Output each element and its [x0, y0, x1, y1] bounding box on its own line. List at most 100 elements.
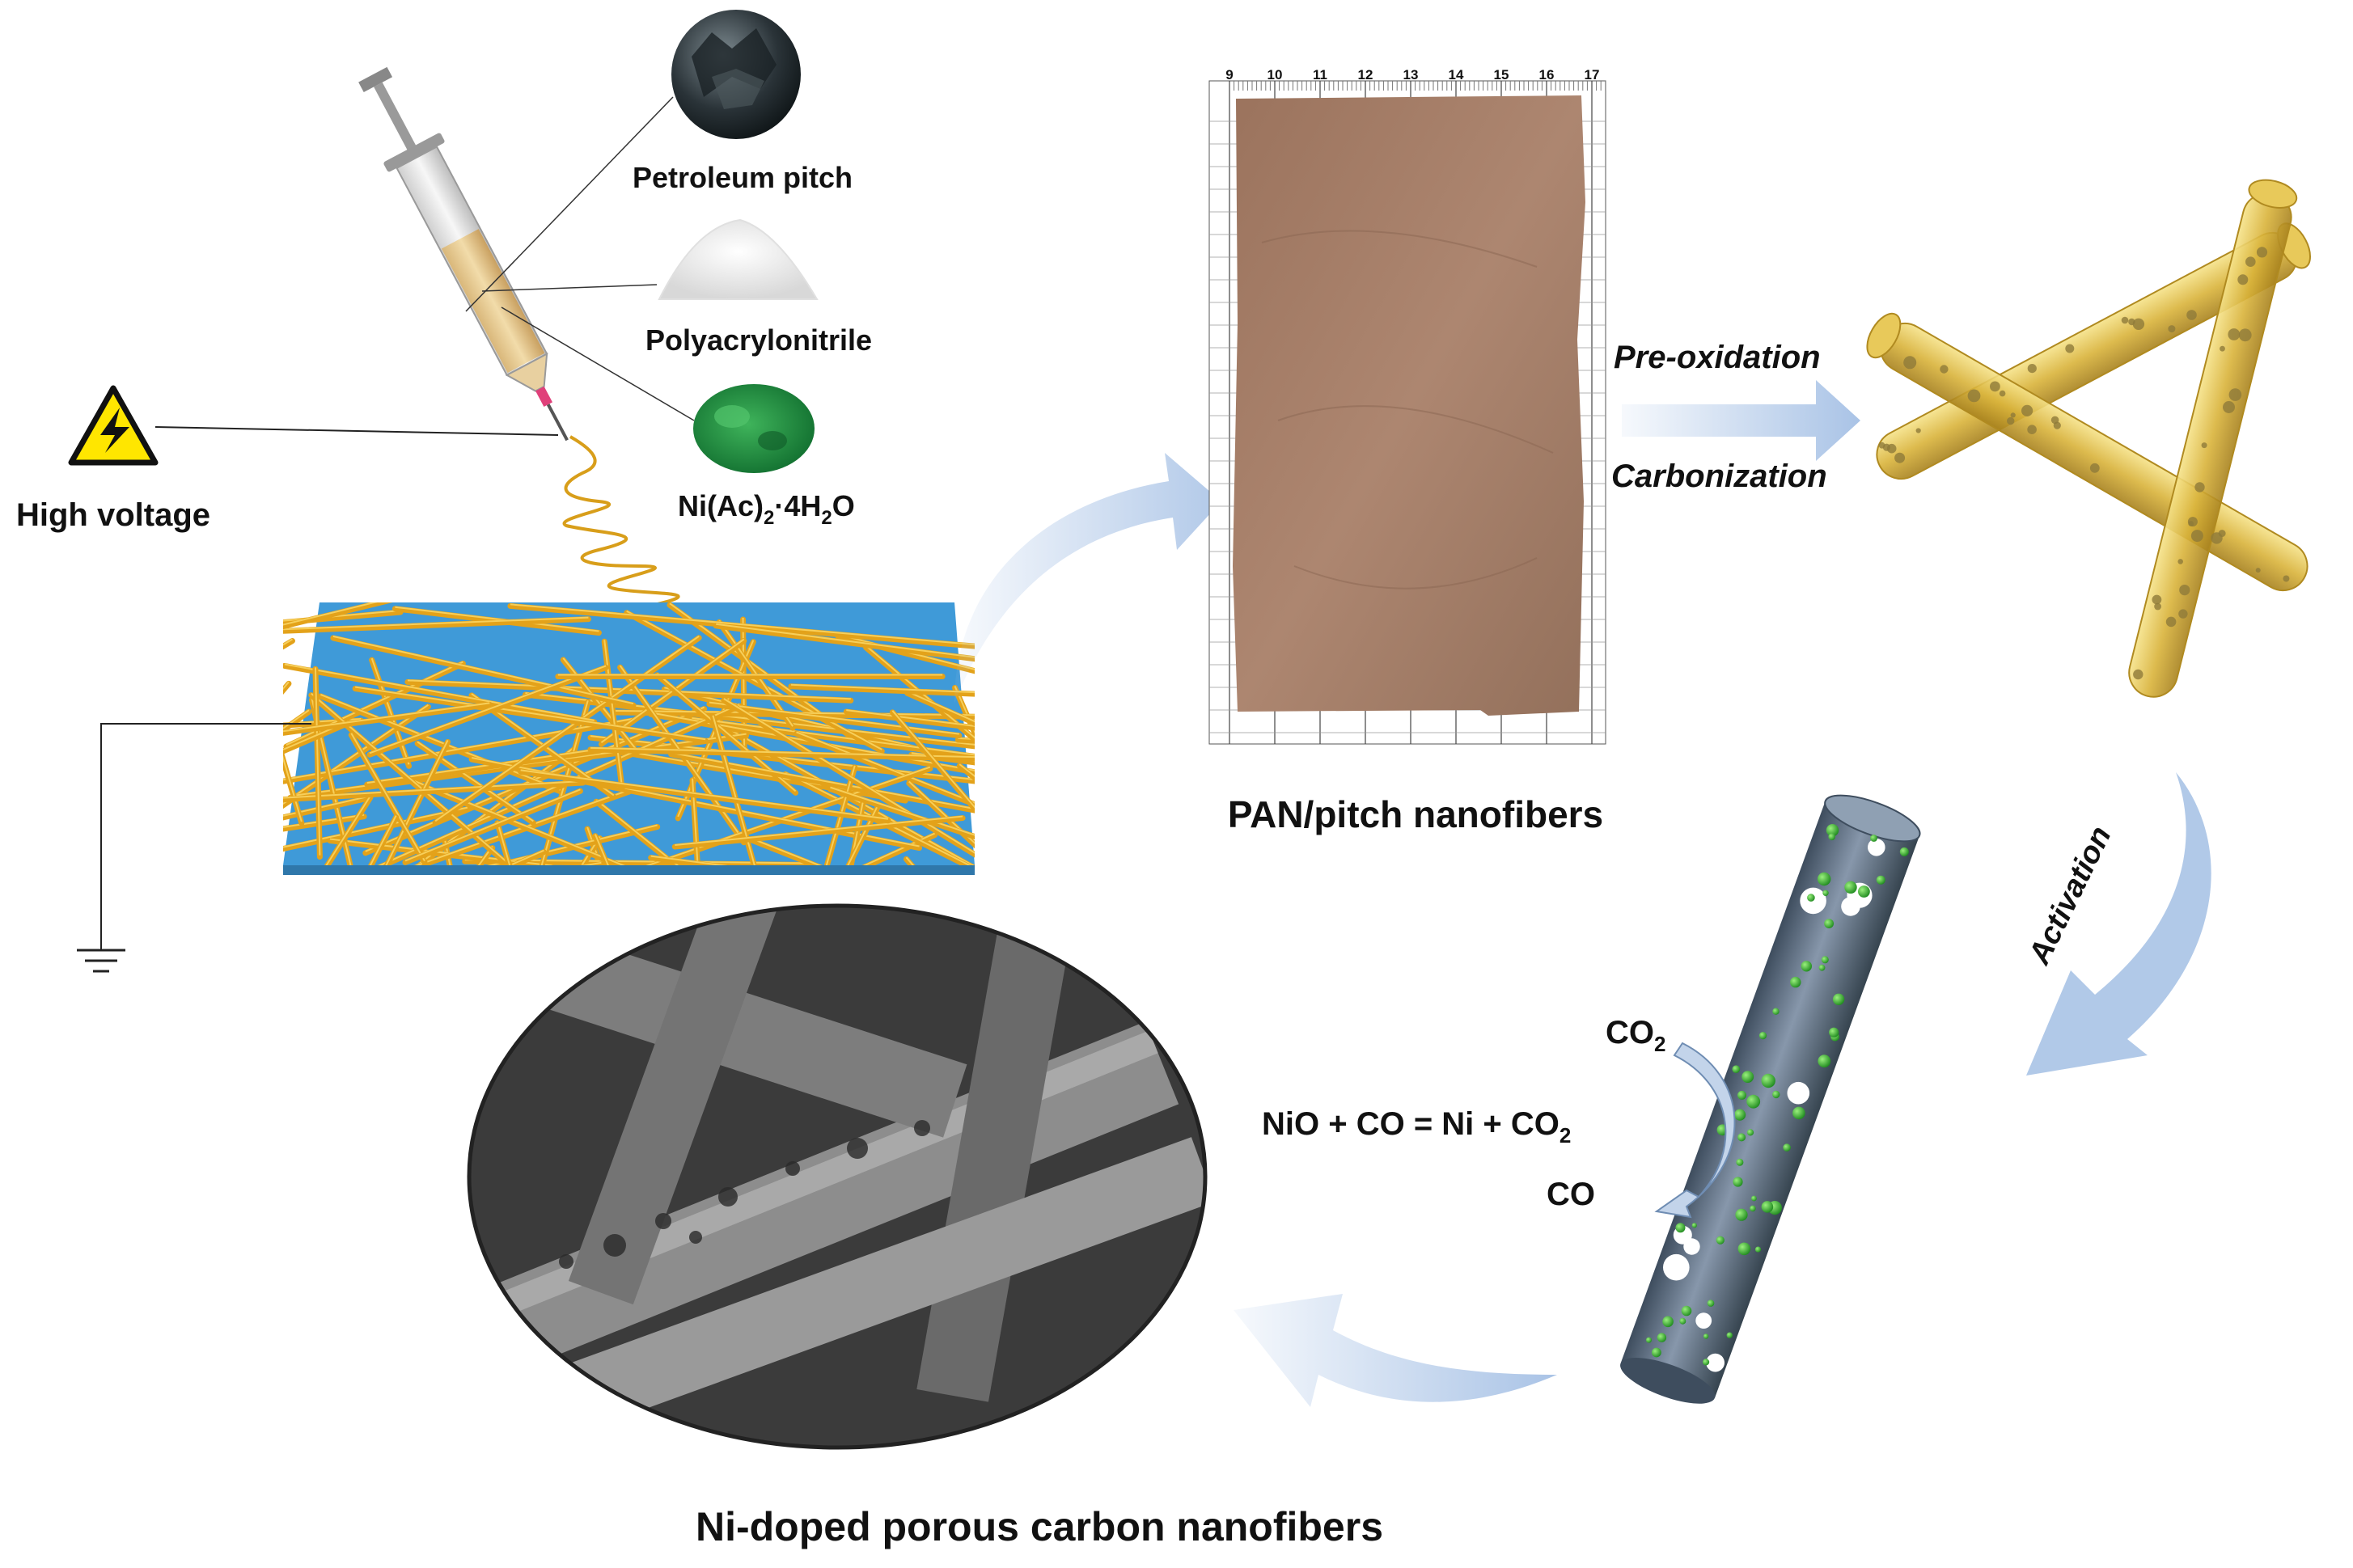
carbon-fiber-pores: [1878, 247, 2290, 680]
fiber-pore-dot: [2121, 316, 2129, 324]
svg-text:10: 10: [1267, 67, 1283, 82]
nickel-particle: [1733, 1177, 1743, 1187]
tube-pore: [1663, 1253, 1690, 1281]
fiber-pore-dot: [2152, 594, 2162, 605]
svg-text:9: 9: [1225, 67, 1233, 82]
nanofiber-highlight: [675, 815, 963, 847]
nanofiber-highlight: [283, 681, 290, 691]
nanofiber-highlight: [716, 623, 975, 658]
nanofiber-highlight: [847, 802, 880, 865]
ruler-numbers: 9 10 11 12 13 14 15 16 17: [1225, 67, 1599, 82]
nickel-particle: [1737, 1090, 1746, 1100]
nanofiber-strand: [742, 835, 823, 865]
nanofiber-strand: [377, 703, 743, 865]
electrospinning-jet: [562, 435, 680, 619]
nanofiber-highlight: [283, 717, 633, 781]
nanofiber-strand: [283, 780, 586, 803]
syringe-solution: [441, 229, 545, 374]
nanofiber-highlight: [283, 806, 468, 848]
nanofiber-collector: [283, 602, 975, 875]
nickel-particle: [1772, 1090, 1780, 1099]
nanofiber-strand: [648, 711, 975, 776]
nanofiber-highlight: [595, 799, 679, 865]
nickel-particle: [1761, 1201, 1774, 1213]
nickel-particle: [1735, 1208, 1748, 1221]
fiber-pore-dot: [1894, 452, 1906, 463]
nanofiber-strand: [402, 788, 583, 865]
fiber-pore-dot: [2027, 425, 2037, 434]
arrow-mat-to-carbon-fibers: [1622, 380, 1860, 461]
nanofiber-highlight: [283, 754, 303, 822]
nanofiber-highlight: [414, 789, 630, 865]
nanofiber-strand: [624, 610, 885, 754]
tube-pore: [1706, 1353, 1725, 1372]
nanofiber-strand: [827, 786, 975, 840]
svg-text:13: 13: [1403, 67, 1419, 82]
nanofiber-highlight: [283, 638, 293, 646]
nanofiber-highlight: [283, 721, 349, 751]
nanofiber-highlight: [325, 795, 371, 865]
nanofiber-strand: [782, 771, 973, 865]
nanofiber-highlight: [603, 640, 623, 788]
nickel-particle: [1746, 1094, 1761, 1109]
nanofiber-strand: [414, 740, 536, 826]
nickel-particle: [1657, 1333, 1667, 1342]
nickel-particle: [1818, 1054, 1831, 1068]
svg-text:11: 11: [1313, 67, 1327, 82]
nanofiber-strand: [671, 815, 966, 850]
nanofiber-strand: [283, 720, 352, 754]
fiber-pore-dot: [2211, 532, 2223, 544]
nanofiber-highlight: [329, 838, 552, 865]
fiber-pore-dot: [1915, 428, 1921, 433]
nickel-particle: [1726, 1332, 1733, 1338]
nanofiber-highlight: [849, 801, 864, 865]
nickel-particle: [1761, 1073, 1775, 1088]
nanofiber-strand: [587, 734, 975, 784]
tube-pore: [1841, 897, 1860, 916]
nickel-particle: [1652, 1347, 1661, 1358]
nickel-particle: [1754, 1246, 1762, 1253]
nickel-particle: [1691, 1223, 1697, 1228]
nanofiber-strand: [843, 708, 975, 731]
nanofiber-strand: [283, 806, 471, 852]
polyacrylonitrile-powder-image: [658, 218, 819, 300]
carbonization-label: Carbonization: [1611, 459, 1827, 494]
voltage-wire: [154, 426, 559, 436]
nanofiber-highlight: [891, 710, 975, 809]
nanofiber-highlight: [830, 786, 975, 836]
pan-pitch-label: PAN/pitch nanofibers: [1228, 793, 1603, 835]
fiber-pore-dot: [1999, 390, 2006, 397]
nickel-particle: [1822, 890, 1829, 897]
nanofiber-strand: [713, 623, 975, 662]
nanofiber-highlight: [355, 686, 706, 741]
nanofiber-strand: [283, 616, 591, 634]
nanofiber-strand: [721, 697, 975, 858]
nickel-particle: [1899, 847, 1909, 856]
polyacrylonitrile-label: Polyacrylonitrile: [645, 323, 872, 357]
nanofiber-strand: [330, 635, 637, 708]
nanofiber-highlight: [369, 665, 607, 754]
pan-pitch-mat-photo: 9 10 11 12 13 14 15 16 17: [1208, 67, 1606, 745]
nickel-particle: [1772, 1008, 1780, 1015]
nickel-particle: [1792, 1106, 1805, 1120]
nanofiber-strand: [404, 678, 854, 704]
nanofiber-highlight: [790, 683, 975, 694]
nanofiber-highlight: [650, 855, 728, 865]
nickel-particle: [1758, 1032, 1767, 1040]
nanofiber-highlight: [508, 849, 544, 865]
svg-text:12: 12: [1358, 67, 1373, 82]
nanofiber-strand: [506, 849, 547, 865]
nanofiber-highlight: [283, 702, 490, 733]
nanofiber-highlight: [404, 788, 581, 862]
fiber-pore-dot: [2007, 416, 2015, 425]
nanofiber-strand: [861, 832, 938, 865]
nickel-particle: [1732, 1065, 1741, 1073]
carbon-nanofibers-illustration: [1866, 179, 2312, 698]
nickel-particle: [1858, 885, 1870, 898]
nickel-particle: [1675, 1223, 1686, 1233]
fiber-pore-dot: [1882, 443, 1890, 451]
petroleum-pitch-image: [671, 10, 801, 139]
svg-text:14: 14: [1449, 67, 1464, 82]
ground-wiring: [100, 723, 311, 950]
nanofiber-highlight: [283, 602, 378, 626]
